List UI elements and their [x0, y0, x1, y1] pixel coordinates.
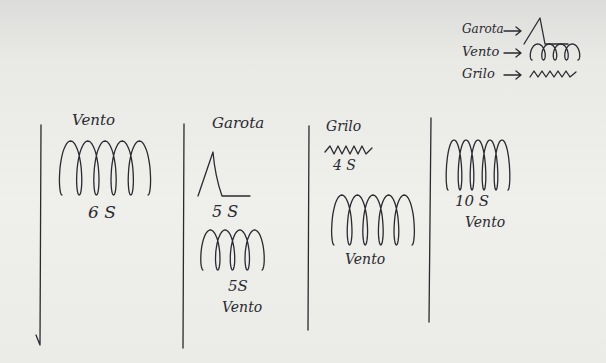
duration: 5S [228, 278, 248, 295]
divider-line [308, 126, 309, 330]
wind-loops [446, 140, 510, 190]
legend-text: Grilo [462, 67, 495, 81]
legend-arrow [504, 71, 521, 79]
divider-line [183, 124, 184, 348]
legend-arrow [504, 49, 521, 57]
wind-loops [332, 195, 415, 245]
sound-name: Vento [222, 300, 262, 315]
cricket-zigzag [325, 146, 372, 154]
legend-text: Vento [462, 45, 499, 59]
divider-line [429, 118, 431, 322]
legend-arrow [504, 27, 521, 35]
legend-wind-loops [530, 44, 579, 60]
section-title: Vento [72, 112, 115, 129]
wind-loops [201, 230, 264, 270]
duration: 4 S [333, 158, 356, 173]
section-title: Grilo [326, 119, 361, 134]
sound-name: Vento [465, 215, 505, 230]
duration: 6 S [88, 203, 116, 222]
duration: 10 S [455, 193, 489, 210]
legend-spike [524, 18, 568, 44]
wind-loops [59, 141, 150, 195]
scream-spike [198, 152, 250, 196]
sound-name: Vento [345, 252, 385, 267]
legend-text: Garota [462, 23, 504, 36]
duration: 5 S [212, 203, 238, 221]
divider-line [36, 125, 41, 345]
section-title: Garota [212, 115, 264, 132]
legend-zigzag [530, 71, 576, 77]
